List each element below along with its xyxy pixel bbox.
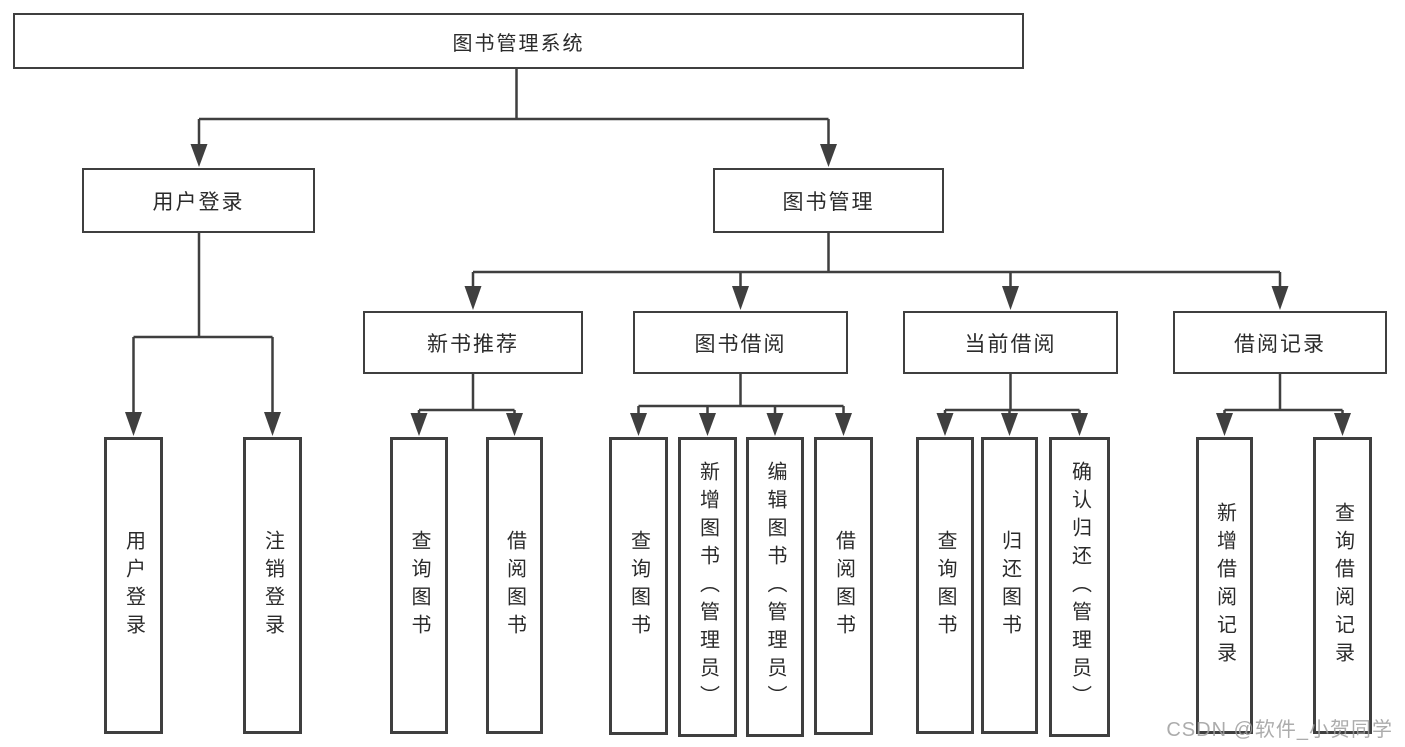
connector-current-borrow-branch <box>943 374 1081 414</box>
node-borrow-borrow-book: 借阅图书 <box>814 437 873 735</box>
csdn-watermark: CSDN @软件_小贺同学 <box>1166 719 1393 741</box>
node-logout-label: 注销登录 <box>261 529 284 642</box>
node-record-add: 新增借阅记录 <box>1196 437 1253 734</box>
node-current-query-book: 查询图书 <box>916 437 974 734</box>
node-system-root-label: 图书管理系统 <box>452 32 585 55</box>
node-record-query: 查询借阅记录 <box>1313 437 1372 734</box>
node-borrow-edit-book-label: 编辑图书（管理员） <box>764 461 786 713</box>
node-borrow-query-book-label: 查询图书 <box>627 530 650 642</box>
connector-book-borrow-branch <box>637 374 845 414</box>
connector-book-management-branch <box>471 232 1282 287</box>
node-current-return-book: 归还图书 <box>981 437 1038 734</box>
node-current-borrow-label: 当前借阅 <box>964 332 1057 356</box>
node-recommend-query-book: 查询图书 <box>390 437 448 734</box>
node-current-query-book-label: 查询图书 <box>934 529 956 642</box>
node-login-label: 用户登录 <box>122 529 145 642</box>
arrowheads <box>125 144 1351 436</box>
node-record-add-label: 新增借阅记录 <box>1213 501 1236 670</box>
node-borrow-edit-book: 编辑图书（管理员） <box>746 437 804 737</box>
node-system-root: 图书管理系统 <box>13 13 1024 69</box>
connector-user-login-branch <box>132 233 274 413</box>
node-logout: 注销登录 <box>243 437 302 734</box>
node-borrow-record-label: 借阅记录 <box>1234 332 1326 356</box>
node-new-book-recommend-label: 新书推荐 <box>427 332 519 356</box>
node-current-confirm-return: 确认归还（管理员） <box>1049 437 1110 737</box>
node-current-confirm-return-label: 确认归还（管理员） <box>1068 461 1091 713</box>
node-recommend-borrow-book-label: 借阅图书 <box>503 529 526 642</box>
node-book-borrow-label: 图书借阅 <box>694 332 787 356</box>
node-login: 用户登录 <box>104 437 163 734</box>
connector-borrow-record-branch <box>1223 374 1344 414</box>
node-book-management: 图书管理 <box>713 168 944 233</box>
node-borrow-query-book: 查询图书 <box>609 437 668 735</box>
node-borrow-add-book-label: 新增图书（管理员） <box>696 461 719 713</box>
node-record-query-label: 查询借阅记录 <box>1331 501 1354 670</box>
node-borrow-record: 借阅记录 <box>1173 311 1387 374</box>
node-recommend-borrow-book: 借阅图书 <box>486 437 543 734</box>
node-book-borrow: 图书借阅 <box>633 311 848 374</box>
node-borrow-borrow-book-label: 借阅图书 <box>832 530 855 642</box>
node-borrow-add-book: 新增图书（管理员） <box>678 437 737 737</box>
node-book-management-label: 图书管理 <box>782 190 875 214</box>
node-recommend-query-book-label: 查询图书 <box>408 529 430 642</box>
node-new-book-recommend: 新书推荐 <box>363 311 583 374</box>
node-current-return-book-label: 归还图书 <box>998 529 1021 642</box>
node-user-login-label: 用户登录 <box>152 190 245 214</box>
connector-root-to-level2 <box>197 69 830 145</box>
node-current-borrow: 当前借阅 <box>903 311 1118 374</box>
connector-new-book-recommend-branch <box>417 374 516 414</box>
node-user-login: 用户登录 <box>82 168 315 233</box>
